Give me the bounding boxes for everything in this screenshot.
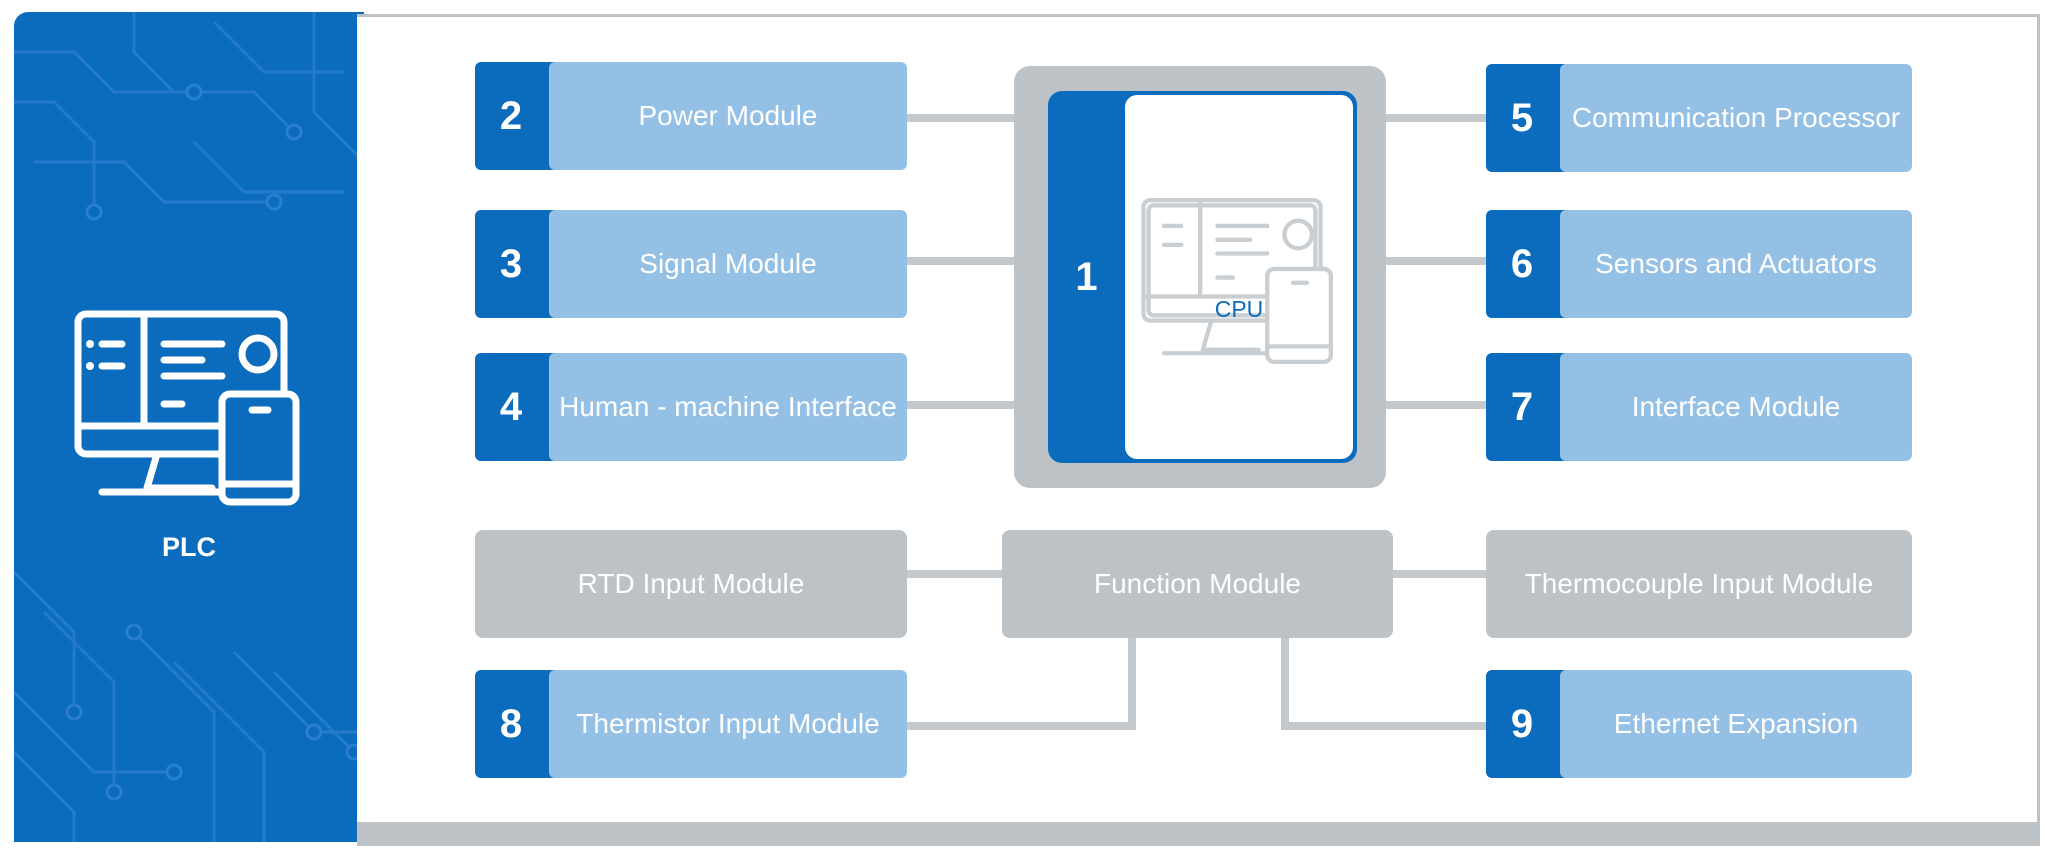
plc-label: PLC xyxy=(162,532,216,562)
signal-module: 3 Signal Module xyxy=(475,210,907,318)
module-label: Ethernet Expansion xyxy=(1560,670,1912,778)
connector-line xyxy=(1281,722,1486,730)
module-label: Sensors and Actuators xyxy=(1560,210,1912,318)
computer-devices-icon xyxy=(1141,198,1334,364)
module-number: 6 xyxy=(1486,210,1572,318)
power-module: 2 Power Module xyxy=(475,62,907,170)
thermocouple-input-module: Thermocouple Input Module xyxy=(1486,530,1912,638)
module-label: Thermistor Input Module xyxy=(549,670,907,778)
module-number: 7 xyxy=(1486,353,1572,461)
interface-module: 7 Interface Module xyxy=(1486,353,1912,461)
circuit-pattern xyxy=(14,12,364,842)
module-label: Power Module xyxy=(549,62,907,170)
communication-processor-module: 5 Communication Processor xyxy=(1486,64,1912,172)
connector-line xyxy=(907,570,1002,578)
connector-line xyxy=(1386,401,1486,409)
module-label: Signal Module xyxy=(549,210,907,318)
module-label: Communication Processor xyxy=(1560,64,1912,172)
cpu-label: CPU xyxy=(1214,296,1264,322)
module-number: 2 xyxy=(475,62,561,170)
connector-line xyxy=(1393,570,1486,578)
computer-devices-icon xyxy=(74,310,300,506)
thermistor-input-module: 8 Thermistor Input Module xyxy=(475,670,907,778)
ethernet-expansion-module: 9 Ethernet Expansion xyxy=(1486,670,1912,778)
module-number: 8 xyxy=(475,670,561,778)
plc-panel: PLC xyxy=(14,12,364,842)
connector-line xyxy=(907,401,1014,409)
rtd-input-module: RTD Input Module xyxy=(475,530,907,638)
connector-line xyxy=(1386,257,1486,265)
sensors-actuators-module: 6 Sensors and Actuators xyxy=(1486,210,1912,318)
connector-line xyxy=(907,257,1014,265)
function-module: Function Module xyxy=(1002,530,1393,638)
module-number: 3 xyxy=(475,210,561,318)
connector-line xyxy=(1128,638,1136,730)
cpu-number: 1 xyxy=(1075,254,1098,299)
module-number: 5 xyxy=(1486,64,1572,172)
connector-line xyxy=(1386,114,1486,122)
module-number: 4 xyxy=(475,353,561,461)
connector-line xyxy=(907,114,1014,122)
bottom-bar xyxy=(357,822,2040,844)
connector-line xyxy=(907,722,1136,730)
module-label: Interface Module xyxy=(1560,353,1912,461)
connector-line xyxy=(1281,638,1289,730)
human-machine-interface-module: 4 Human - machine Interface xyxy=(475,353,907,461)
module-number: 9 xyxy=(1486,670,1572,778)
module-label: Human - machine Interface xyxy=(549,353,907,461)
